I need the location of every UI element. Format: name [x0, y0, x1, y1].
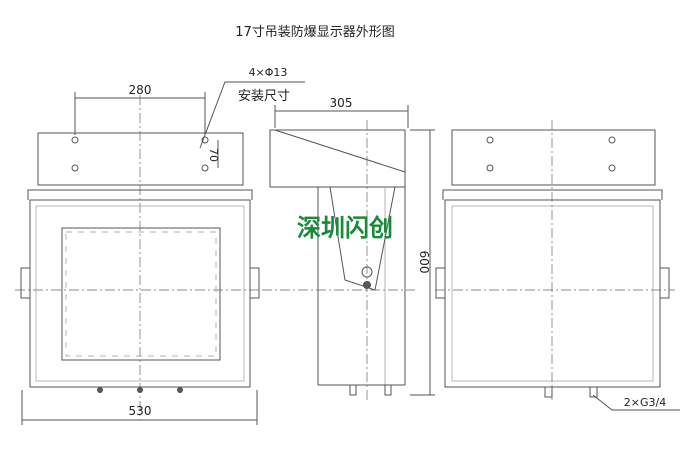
rear-view: 2×G3/4: [435, 120, 680, 411]
gland-label: 2×G3/4: [624, 396, 666, 409]
front-view: 280 70 530 4×Φ13 安装尺寸: [15, 66, 305, 425]
watermark: 深圳闪创: [297, 213, 393, 242]
dim-305: 305: [330, 96, 353, 110]
dim-530: 530: [129, 404, 152, 418]
hole-spec-label: 4×Φ13: [249, 66, 288, 79]
dim-280: 280: [129, 83, 152, 97]
side-view: 305 600 深圳闪创: [262, 96, 435, 400]
drawing-title: 17寸吊装防爆显示器外形图: [235, 24, 395, 40]
dim-70: 70: [207, 148, 220, 162]
dim-600: 600: [417, 251, 431, 274]
install-size-label: 安装尺寸: [238, 89, 290, 104]
